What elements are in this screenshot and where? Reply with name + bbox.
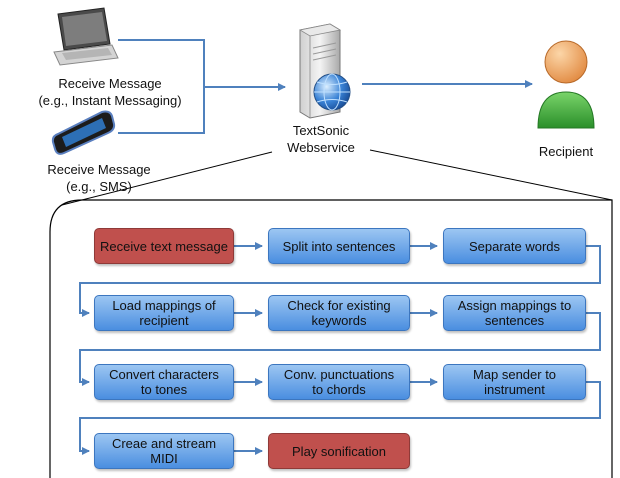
laptop-source-label: Receive Message (e.g., Instant Messaging… (38, 76, 182, 108)
source-connector (118, 39, 286, 134)
step-load-mappings: Load mappings of recipient (94, 295, 234, 331)
step-separate-words: Separate words (443, 228, 586, 264)
detail-panel (49, 199, 613, 478)
step-assign-mappings: Assign mappings to sentences (443, 295, 586, 331)
step-convert-punctuations: Conv. punctuations to chords (268, 364, 410, 400)
server-globe-icon (298, 23, 351, 119)
phone-icon (51, 110, 116, 155)
server-label: TextSonic Webservice (287, 123, 355, 155)
flow-arrows (79, 242, 601, 455)
step-create-stream-midi: Creae and stream MIDI (94, 433, 234, 469)
callout-lines (61, 149, 613, 206)
step-check-keywords: Check for existing keywords (268, 295, 410, 331)
step-play-sonification: Play sonification (268, 433, 410, 469)
recipient-label: Recipient (538, 144, 594, 159)
step-split-into-sentences: Split into sentences (268, 228, 410, 264)
laptop-icon (53, 7, 119, 66)
phone-source-label: Receive Message (e.g., SMS) (47, 162, 151, 194)
step-map-sender: Map sender to instrument (443, 364, 586, 400)
step-receive-text-message: Receive text message (94, 228, 234, 264)
person-icon (537, 40, 595, 129)
step-convert-characters: Convert characters to tones (94, 364, 234, 400)
